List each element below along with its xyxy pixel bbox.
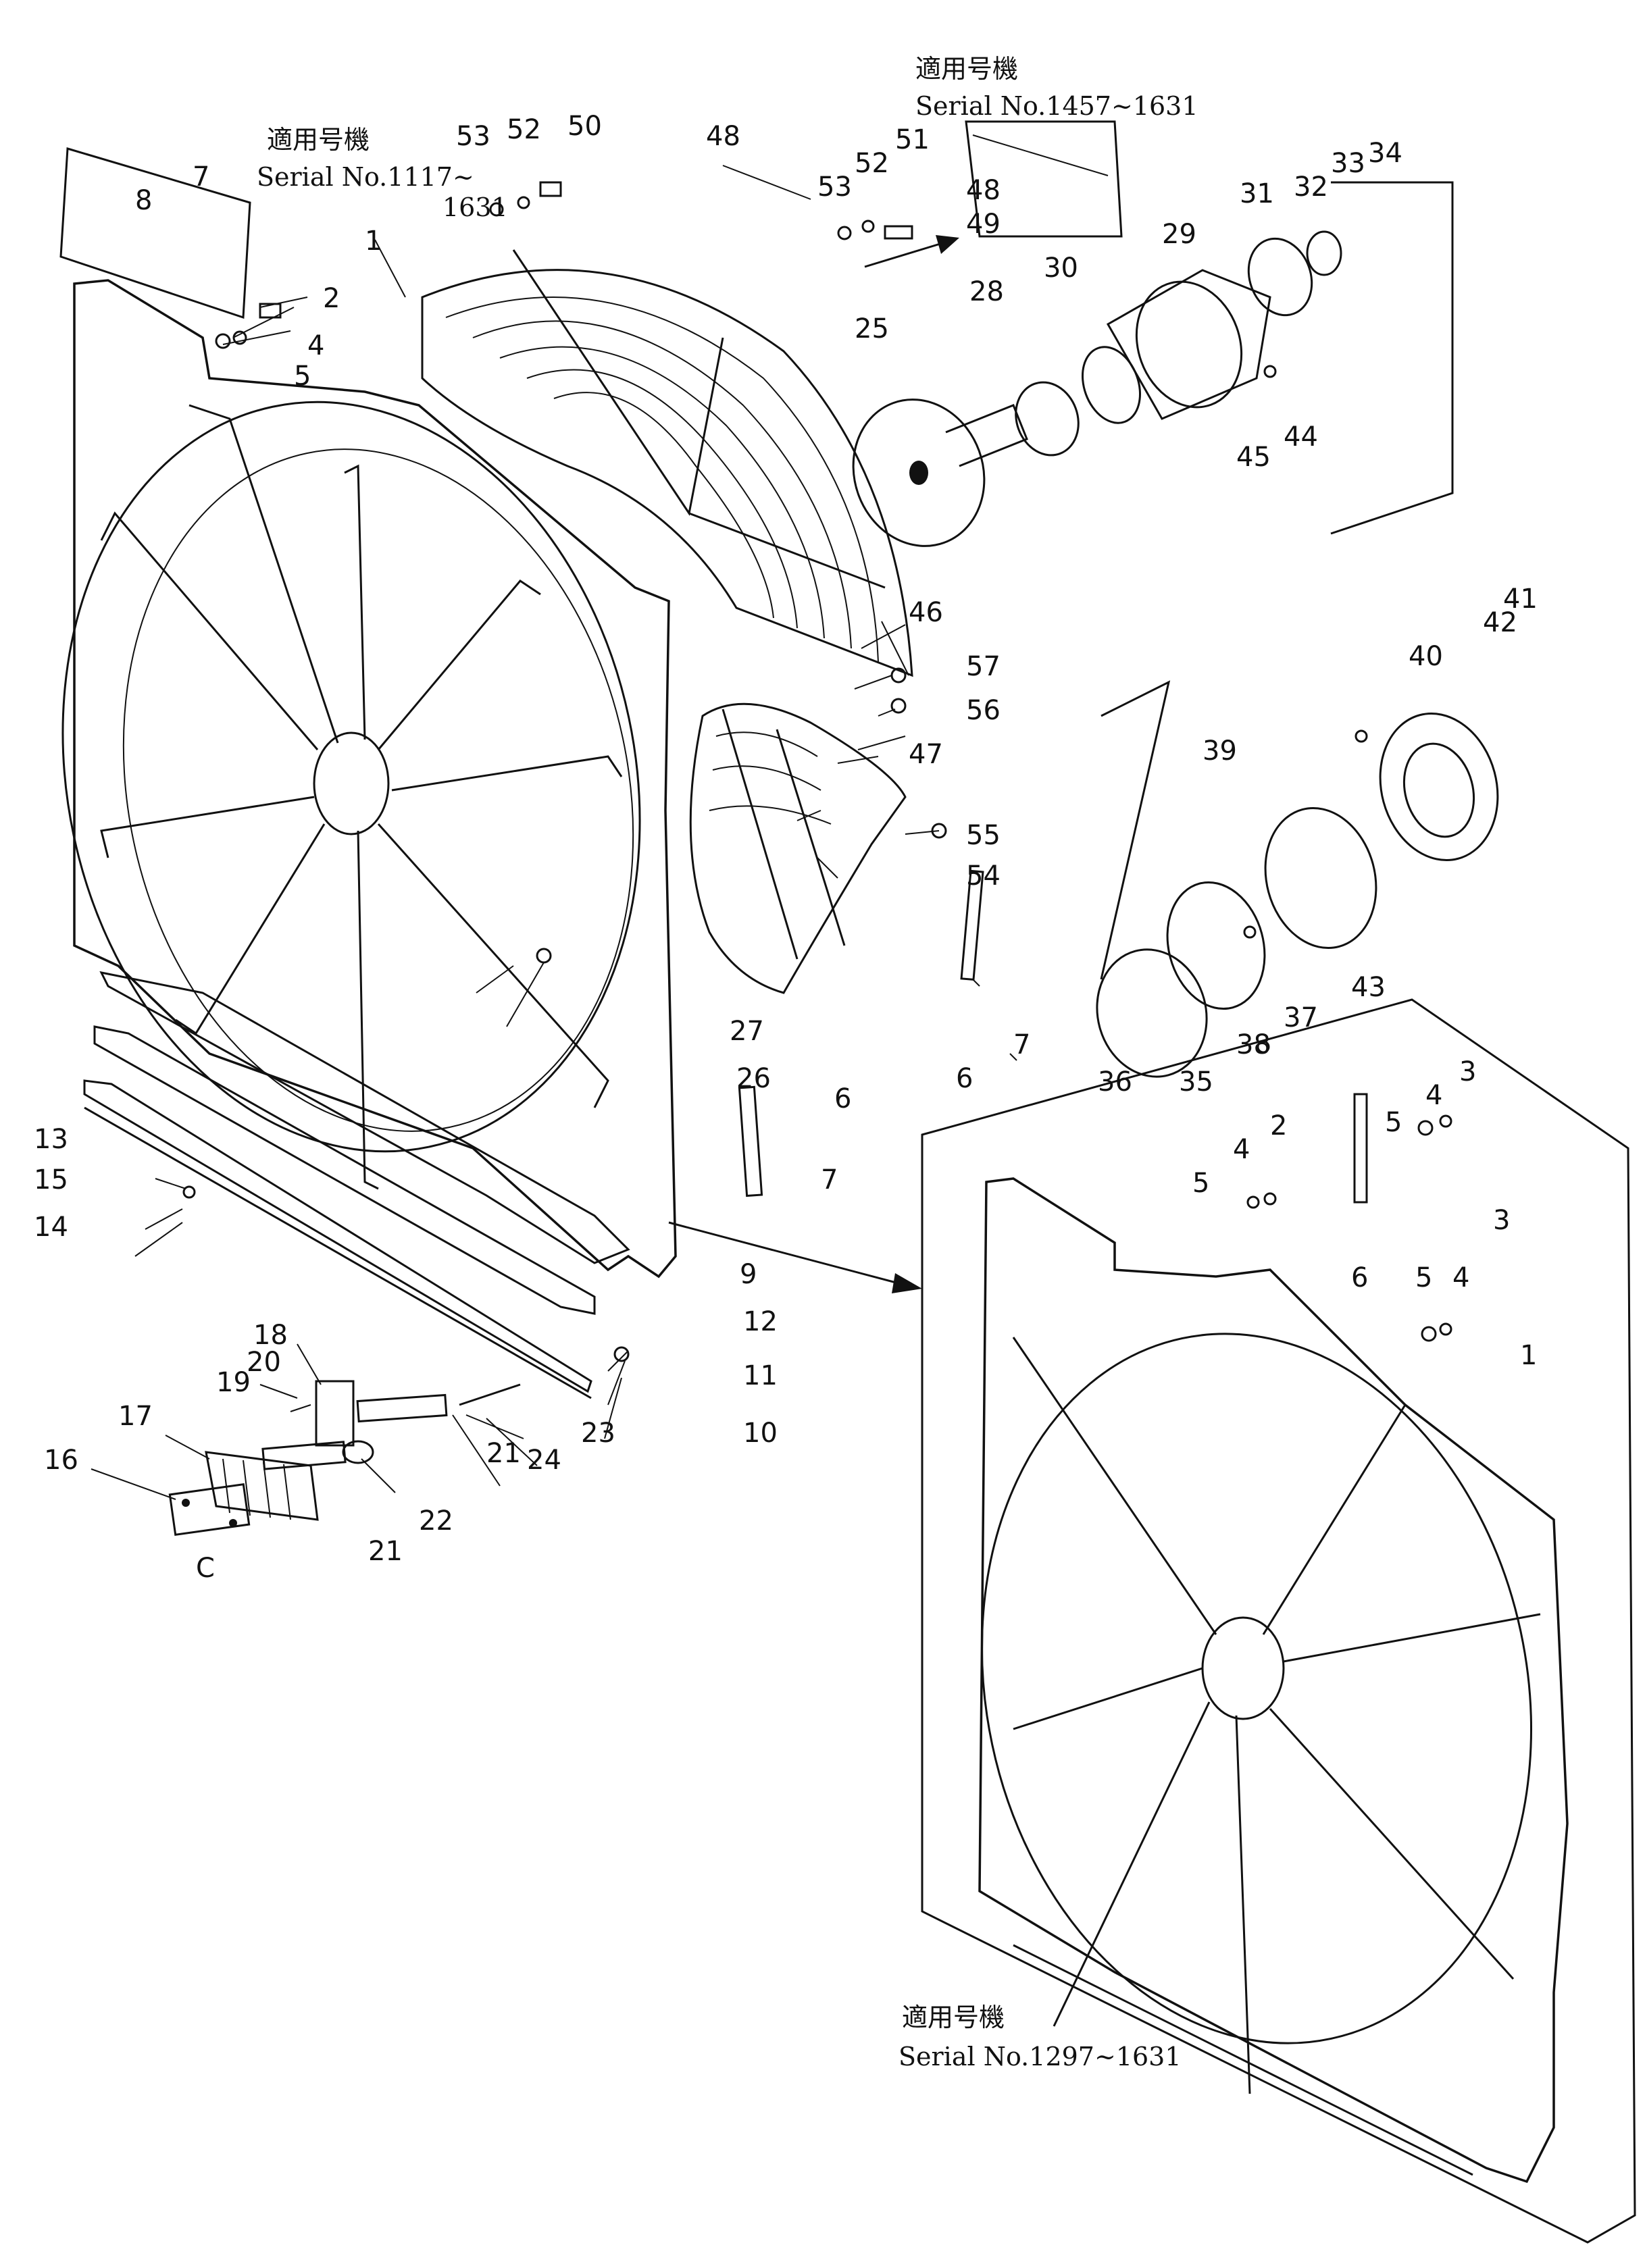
bottom-rails: [83, 1025, 596, 1399]
part-label: 37: [1284, 1002, 1318, 1033]
part-label: 10: [743, 1418, 778, 1449]
upper-fan-guard: [421, 249, 913, 677]
part-label: 35: [1179, 1066, 1213, 1098]
part-label: 5: [294, 361, 311, 392]
part-label: 14: [34, 1212, 68, 1243]
part-label: 12: [743, 1306, 778, 1337]
part-label: 24: [527, 1445, 561, 1476]
part-label: 48: [966, 175, 1001, 206]
part-label: 5: [1385, 1107, 1402, 1138]
part-label: 2: [323, 283, 340, 314]
part-label: 34: [1368, 138, 1402, 169]
part-label: 4: [307, 330, 324, 361]
part-label: 39: [1203, 736, 1237, 767]
part-label: 3: [1459, 1056, 1476, 1087]
fan-blades-left: [100, 404, 623, 1190]
part-label: 5: [1192, 1168, 1209, 1199]
part-label: 44: [1284, 421, 1318, 453]
part-label: 41: [1503, 584, 1538, 615]
part-label: 23: [581, 1418, 615, 1449]
part-label: 52: [855, 148, 889, 179]
left-fan-shroud: [61, 279, 677, 1279]
part-label: 45: [1236, 442, 1271, 473]
part-label: 6: [1351, 1262, 1368, 1293]
part-label: 13: [34, 1124, 68, 1155]
part-label: 27: [730, 1016, 764, 1047]
caption-c-serial: Serial No.1297~1631: [899, 2042, 1182, 2071]
part-label: 29: [1162, 219, 1196, 250]
part-label: 16: [44, 1445, 78, 1476]
part-label: 4: [1425, 1080, 1442, 1111]
part-label: 22: [419, 1505, 453, 1537]
part-label: 48: [706, 121, 740, 152]
callout-frames: [59, 120, 1636, 2244]
part-label: 25: [855, 313, 889, 344]
caption-a-serial-1: Serial No.1117~: [257, 162, 474, 192]
part-label: 18: [253, 1320, 288, 1351]
part-label: 52: [507, 114, 541, 145]
part-label: 36: [1098, 1066, 1132, 1098]
caption-c-title: 適用号機: [902, 2003, 1005, 2032]
part-number-labels: 1 1 2 2 3 3 4 4 4 4 5 5 5 5 6 6 6 7 7 7 …: [34, 111, 1538, 1584]
part-label: 9: [740, 1259, 757, 1290]
part-label: 33: [1331, 148, 1365, 179]
part-label: 38: [1236, 1029, 1271, 1060]
part-label: 19: [216, 1367, 251, 1398]
shaft-and-bearings: [852, 230, 1342, 547]
part-label: 20: [247, 1347, 281, 1378]
part-label: 7: [821, 1164, 838, 1195]
part-label: 49: [966, 209, 1001, 240]
part-label: 21: [486, 1438, 521, 1469]
part-label: 17: [118, 1401, 153, 1432]
part-label: 4: [1233, 1134, 1250, 1165]
arrows: [668, 235, 959, 1293]
part-label: 32: [1294, 172, 1328, 203]
part-label: 6: [956, 1063, 973, 1094]
caption-a-serial-2: 1631: [442, 192, 508, 222]
part-label: 31: [1240, 178, 1274, 209]
caption-b-title: 適用号機: [915, 54, 1018, 84]
part-label: 3: [1493, 1205, 1510, 1236]
part-label: 7: [193, 161, 209, 192]
part-label: 2: [1270, 1110, 1287, 1141]
caption-b-serial: Serial No.1457~1631: [915, 91, 1198, 121]
part-label: 8: [135, 185, 152, 216]
part-label: 53: [817, 172, 852, 203]
part-label: 1: [1520, 1340, 1537, 1371]
caption-a-title: 適用号機: [267, 125, 370, 155]
part-label: 51: [895, 124, 930, 155]
part-label: 55: [966, 820, 1001, 851]
part-label: 30: [1044, 253, 1078, 284]
part-label: C: [196, 1553, 215, 1584]
fastener-icons: [182, 181, 1452, 1362]
small-bracket-parts: [168, 1380, 521, 1537]
part-label: 15: [34, 1164, 68, 1195]
part-label: 7: [1013, 1029, 1030, 1060]
part-label: 11: [743, 1360, 778, 1391]
flange-and-pulley: [1096, 712, 1499, 1078]
part-label: 42: [1483, 607, 1517, 638]
part-label: 43: [1351, 972, 1386, 1003]
part-label: 57: [966, 651, 1001, 682]
part-label: 28: [969, 276, 1004, 307]
part-label: 53: [456, 121, 490, 152]
part-label: 26: [736, 1063, 771, 1094]
part-label: 1: [365, 226, 382, 257]
lower-fan-guard: [689, 702, 907, 994]
part-label: 6: [834, 1083, 851, 1114]
right-fan-shroud: [978, 1177, 1569, 2184]
part-label: 4: [1452, 1262, 1469, 1293]
part-label: 50: [567, 111, 602, 142]
part-label: 46: [909, 597, 943, 628]
part-label: 5: [1415, 1262, 1432, 1293]
leader-lines: [91, 165, 1017, 1500]
part-label: 56: [966, 695, 1001, 726]
part-label: 40: [1409, 641, 1443, 672]
part-label: 47: [909, 739, 943, 770]
part-label: 54: [966, 860, 1001, 892]
part-label: 21: [368, 1536, 403, 1567]
